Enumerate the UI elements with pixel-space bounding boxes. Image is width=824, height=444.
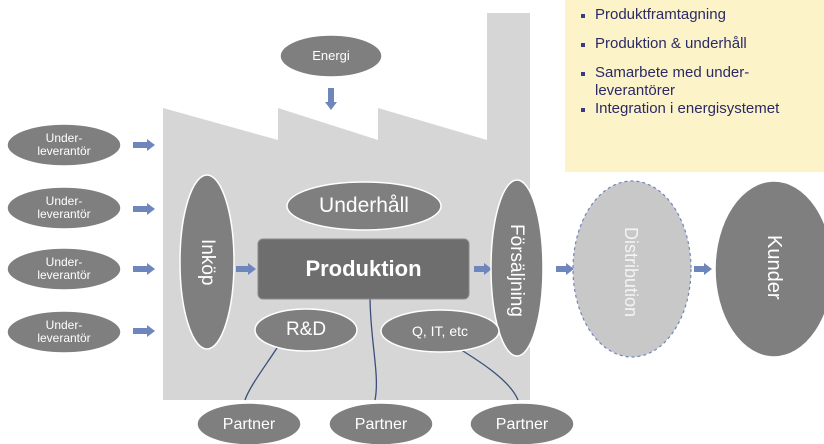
partner-ellipses xyxy=(196,402,575,444)
bullet-item: Produktion & underhåll xyxy=(581,35,824,53)
inkop-ellipse xyxy=(179,174,235,350)
produktion-box xyxy=(257,238,470,300)
underhall-ellipse xyxy=(286,181,442,231)
supplier-arrows xyxy=(133,139,155,337)
kunder-ellipse xyxy=(714,180,824,358)
supplier-ellipses xyxy=(6,123,122,354)
arrow-inkop-produktion xyxy=(236,263,256,275)
arrow-produktion-forsaljning xyxy=(474,263,492,275)
bullet-item: Produktframtagning xyxy=(581,6,824,24)
arrow-distribution-kunder xyxy=(694,263,712,275)
bullet-list-box: Produktframtagning Produktion & underhål… xyxy=(565,0,824,172)
distribution-ellipse xyxy=(572,180,692,358)
qit-ellipse xyxy=(380,309,500,353)
bullet-item: Integration i energisystemet xyxy=(581,100,824,118)
bullet-item: Samarbete med under-leverantörer xyxy=(581,64,824,100)
energy-arrow xyxy=(325,88,337,110)
arrow-forsaljning-distribution xyxy=(556,263,574,275)
rnd-ellipse xyxy=(254,308,358,352)
energy-ellipse xyxy=(279,34,383,78)
forsaljning-ellipse xyxy=(490,179,544,357)
